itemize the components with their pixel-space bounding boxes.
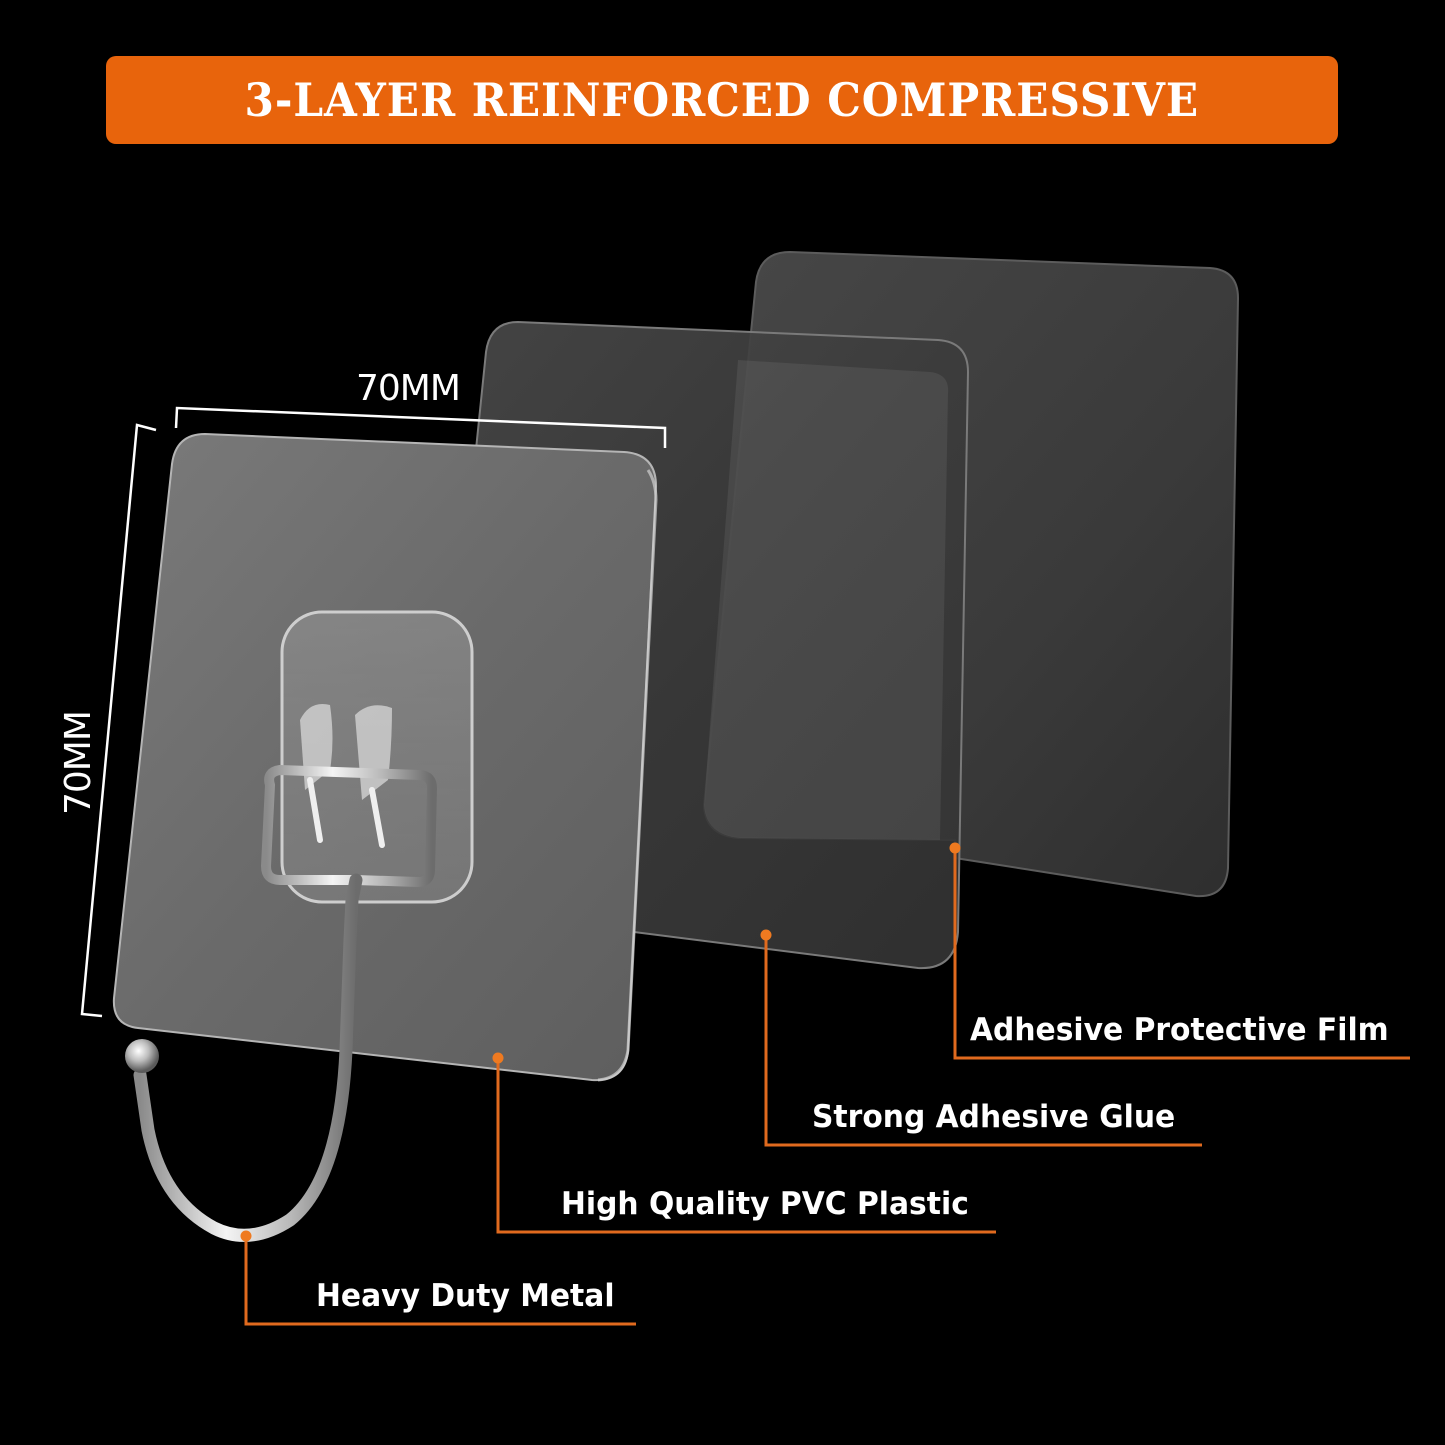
callout-line-glue [764,935,1202,1147]
callout-label-glue: Strong Adhesive Glue [812,1099,1176,1135]
hook-ball-tip [125,1039,159,1073]
callout-label-film: Adhesive Protective Film [970,1012,1389,1048]
callout-lines [244,848,1410,1326]
height-dimension-label: 70MM [58,711,99,815]
callout-dot-glue [760,929,772,941]
callout-dot-pvc [492,1052,504,1064]
callout-line-film [953,848,1410,1060]
callout-dot-film [949,842,961,854]
dimension-top-marker [174,406,667,448]
callout-dot-metal [240,1230,252,1242]
title-banner: 3-LAYER REINFORCED COMPRESSIVE [106,56,1338,144]
callout-label-metal: Heavy Duty Metal [316,1278,615,1314]
banner-title: 3-LAYER REINFORCED COMPRESSIVE [244,73,1200,127]
callout-line-metal [244,1236,636,1326]
callout-label-pvc: High Quality PVC Plastic [561,1186,969,1222]
dimension-left-marker [80,423,157,1018]
hook-base [280,610,474,904]
width-dimension-label: 70MM [356,368,461,409]
callout-dots [240,842,961,1242]
callout-line-pvc [496,1058,996,1234]
metal-hook [125,765,437,1242]
